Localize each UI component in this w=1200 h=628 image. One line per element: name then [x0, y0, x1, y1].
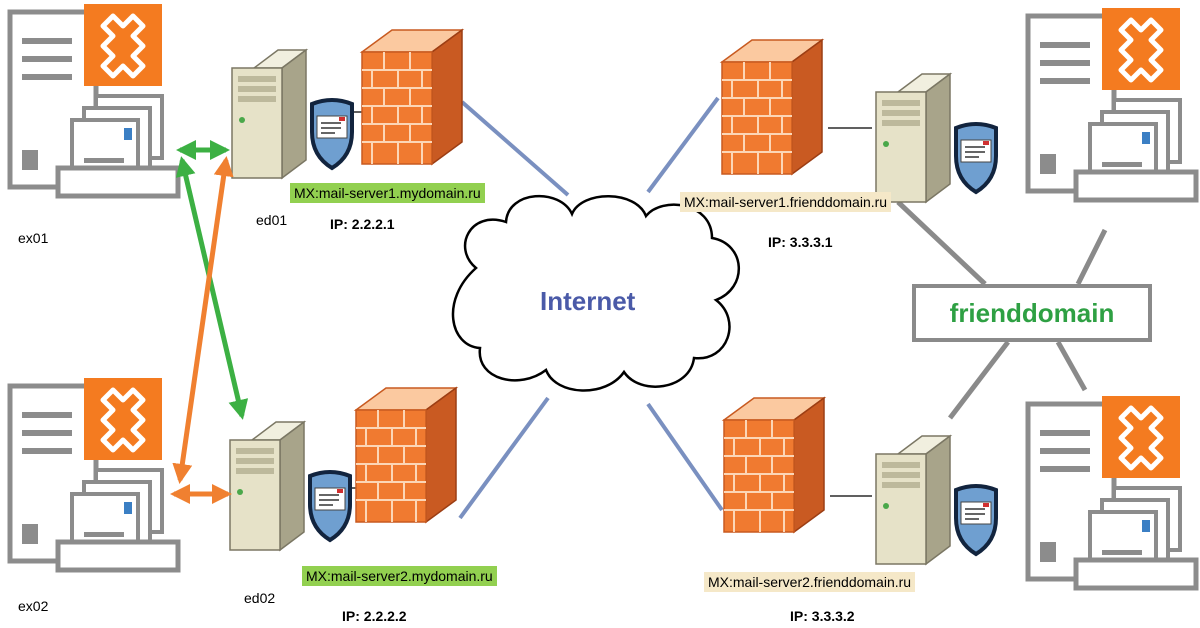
internet-cloud-icon: [451, 194, 740, 392]
exchange-server-ex01-icon: [10, 4, 178, 196]
edge-server-ed01-icon: [230, 48, 354, 180]
frienddomain-links: [896, 200, 1108, 420]
firewall-friend1-icon: [721, 39, 823, 175]
ip-label-mydomain2: IP: 2.2.2.2: [342, 608, 407, 624]
green-replication-arrows: [175, 140, 249, 420]
firewall-mydomain2-icon: [355, 387, 457, 523]
mx-label-mydomain2: MX:mail-server2.mydomain.ru: [302, 566, 497, 586]
internet-label: Internet: [540, 286, 636, 316]
ip-label-mydomain1: IP: 2.2.2.1: [330, 216, 395, 232]
host-label-ex01: ex01: [18, 230, 49, 246]
host-label-ex02: ex02: [18, 598, 49, 614]
edge-server-friend1-icon: [874, 72, 998, 204]
frienddomain-label: frienddomain: [949, 297, 1115, 328]
ip-label-friend1: IP: 3.3.3.1: [768, 234, 833, 250]
host-label-ed01: ed01: [256, 212, 288, 228]
exchange-server-ex02-icon: [10, 378, 178, 570]
orange-replication-arrows: [170, 156, 234, 504]
mx-label-friend1: MX:mail-server1.frienddomain.ru: [680, 192, 892, 212]
ip-label-friend2: IP: 3.3.3.2: [790, 608, 855, 624]
edge-server-friend2-icon: [874, 434, 998, 566]
host-label-ed02: ed02: [244, 590, 276, 606]
internet-links: [458, 96, 724, 520]
frienddomain-box: frienddomain: [912, 284, 1152, 342]
firewall-friend2-icon: [723, 397, 825, 533]
firewall-mydomain1-icon: [361, 29, 463, 165]
edge-server-ed02-icon: [228, 420, 352, 552]
mx-label-mydomain1: MX:mail-server1.mydomain.ru: [290, 183, 485, 203]
exchange-server-friend2-icon: [1028, 396, 1196, 588]
exchange-server-friend1-icon: [1028, 8, 1196, 200]
mx-label-friend2: MX:mail-server2.frienddomain.ru: [704, 572, 916, 592]
